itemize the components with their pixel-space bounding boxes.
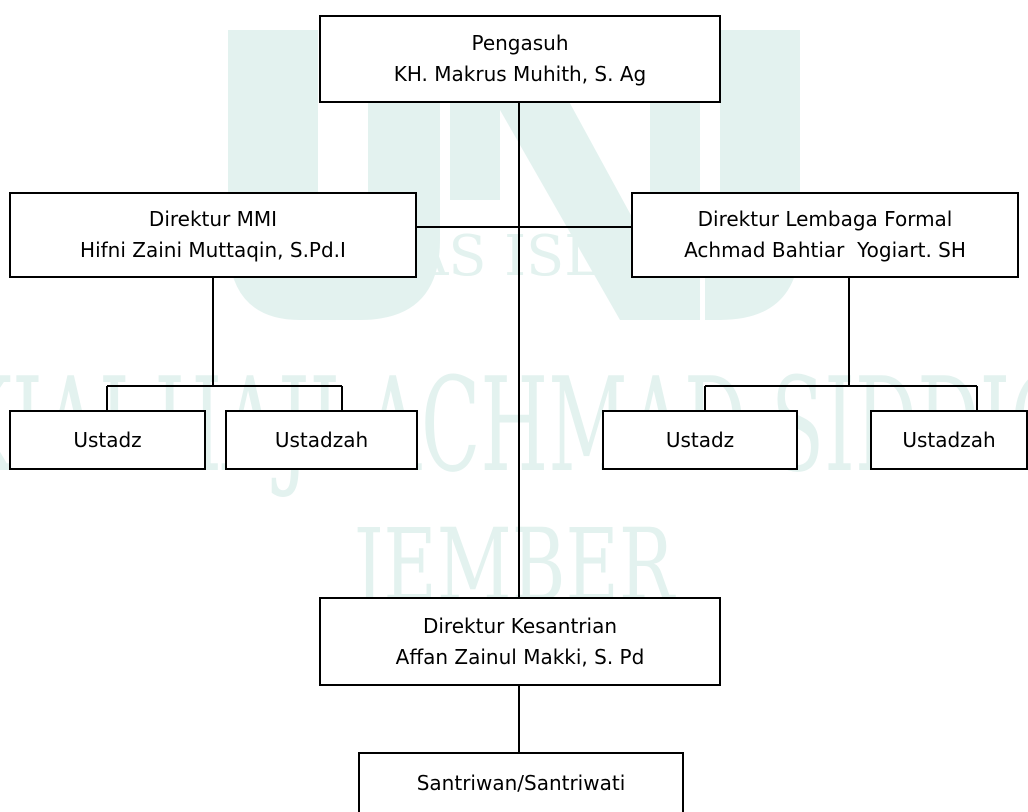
direktur-kesantrian-title: Direktur Kesantrian	[422, 613, 618, 638]
direktur-mmi-box: Direktur MMI Hifni Zaini Muttaqin, S.Pd.…	[9, 192, 417, 278]
mmi-ustadzah-box: Ustadzah	[225, 410, 418, 470]
direktur-kesantrian-box: Direktur Kesantrian Affan Zainul Makki, …	[319, 597, 721, 686]
direktur-kesantrian-name: Affan Zainul Makki, S. Pd	[395, 644, 645, 669]
mmi-ustadz-box: Ustadz	[9, 410, 206, 470]
direktur-formal-name: Achmad Bahtiar Yogiart. SH	[684, 238, 966, 262]
santri-label: Santriwan/Santriwati	[416, 770, 626, 795]
formal-ustadzah-box: Ustadzah	[870, 410, 1028, 470]
mmi-ustadzah-label: Ustadzah	[274, 427, 369, 452]
direktur-formal-title: Direktur Lembaga Formal	[697, 207, 953, 231]
direktur-mmi-name: Hifni Zaini Muttaqin, S.Pd.I	[80, 238, 346, 262]
santri-box: Santriwan/Santriwati	[358, 752, 684, 812]
formal-ustadz-box: Ustadz	[602, 410, 798, 470]
pengasuh-title: Pengasuh	[471, 31, 569, 55]
formal-ustadzah-label: Ustadzah	[902, 427, 996, 452]
direktur-formal-box: Direktur Lembaga Formal Achmad Bahtiar Y…	[631, 192, 1019, 278]
mmi-ustadz-label: Ustadz	[73, 427, 142, 452]
formal-ustadz-label: Ustadz	[665, 427, 735, 452]
pengasuh-box: Pengasuh KH. Makrus Muhith, S. Ag	[319, 15, 721, 103]
direktur-mmi-title: Direktur MMI	[148, 207, 278, 231]
pengasuh-name: KH. Makrus Muhith, S. Ag	[393, 62, 647, 86]
